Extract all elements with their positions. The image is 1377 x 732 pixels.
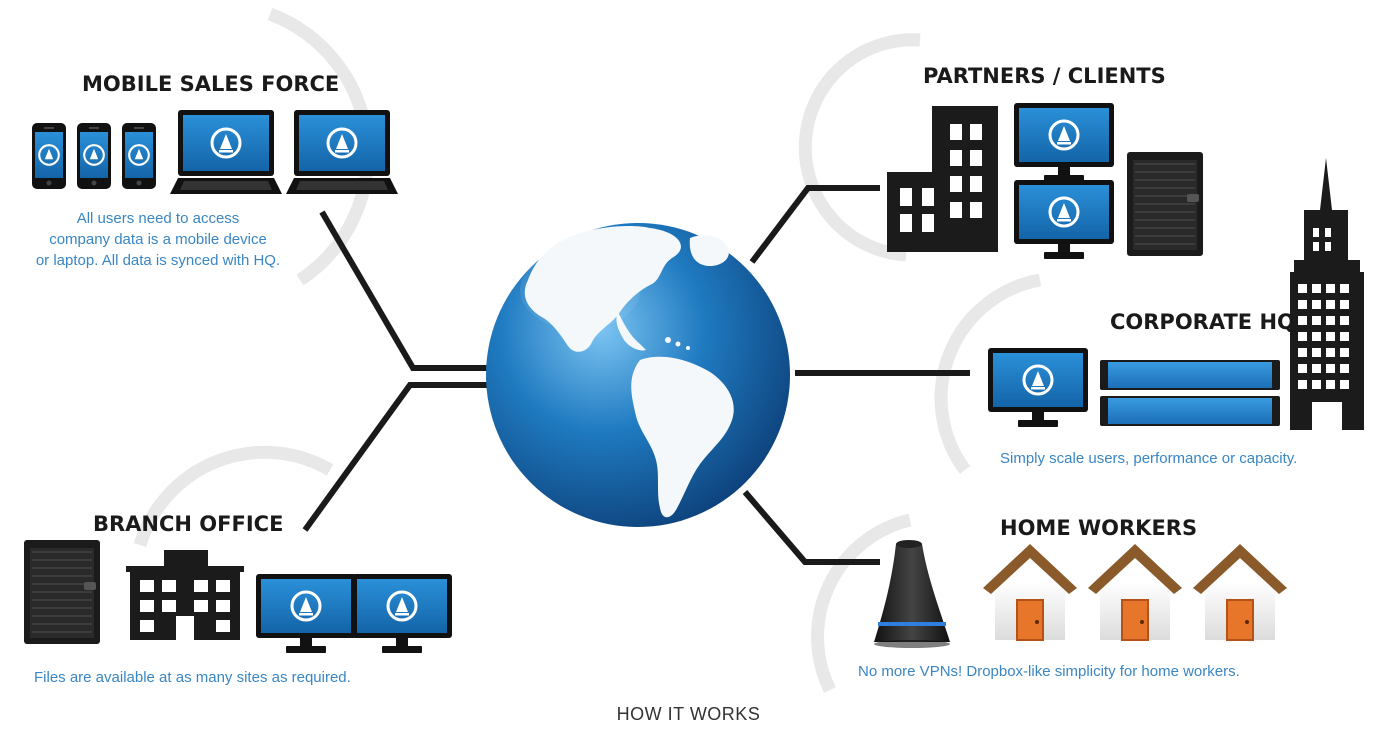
branch-devices [23, 539, 452, 653]
partners-connector [749, 185, 880, 264]
mobile-devices [30, 110, 398, 194]
monitor-icon [1014, 103, 1114, 182]
partners-section-title: PARTNERS / CLIENTS [923, 64, 1166, 88]
office-building-icon [126, 550, 244, 640]
laptop-icon [170, 110, 282, 194]
house-icon [1192, 543, 1288, 641]
home-section-title: HOME WORKERS [1000, 516, 1198, 540]
skyscraper-windows [1298, 284, 1349, 430]
home-connector [742, 490, 880, 565]
diagram-caption: HOW IT WORKS [616, 704, 761, 724]
branch-arc [133, 445, 334, 547]
corporate-section-title: CORPORATE HQ [1110, 310, 1295, 334]
mobile-desc-line: All users need to access [76, 210, 240, 227]
server-icon [1126, 151, 1204, 257]
home-device-icon [874, 540, 950, 648]
monitor-icon [988, 348, 1088, 427]
corporate-section-description: Simply scale users, performance or capac… [1000, 450, 1298, 467]
rack-storage-icon [1100, 360, 1280, 426]
smartphone-icon [75, 121, 113, 191]
smartphone-icon [120, 121, 158, 191]
monitor-icon [1014, 180, 1114, 259]
globe-icon [486, 223, 790, 527]
home-devices [874, 540, 1288, 648]
home-arc [811, 513, 912, 693]
smartphone-icon [30, 121, 68, 191]
branch-connector [302, 382, 490, 532]
skyscraper-icon [1290, 158, 1364, 430]
mobile-desc-line: company data is a mobile device [49, 231, 267, 248]
mobile-desc-line: or laptop. All data is synced with HQ. [35, 252, 281, 269]
mobile-connector [319, 210, 490, 371]
monitor-icon [352, 574, 452, 653]
monitor-icon [256, 574, 356, 653]
home-section-description: No more VPNs! Dropbox-like simplicity fo… [858, 663, 1240, 680]
branch-section-description: Files are available at as many sites as … [34, 669, 351, 686]
branch-section-title: BRANCH OFFICE [93, 512, 284, 536]
house-icon [982, 543, 1078, 641]
house-icon [1087, 543, 1183, 641]
office-building-icon [887, 106, 998, 252]
partners-devices [887, 103, 1204, 259]
mobile-section-description: All users need to access company data is… [0, 208, 316, 271]
server-icon [23, 539, 101, 645]
corporate-arc [934, 273, 1042, 474]
connector-lines [302, 185, 970, 565]
partners-arc [798, 33, 921, 262]
corporate-devices [988, 348, 1280, 427]
mobile-section-title: MOBILE SALES FORCE [82, 72, 340, 96]
laptop-icon [286, 110, 398, 194]
